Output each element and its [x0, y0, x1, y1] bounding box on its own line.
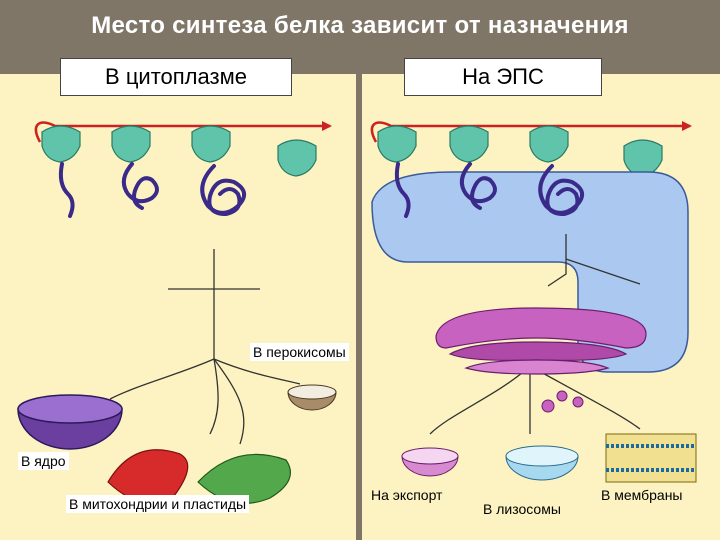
heading-cytoplasm: В цитоплазме — [60, 58, 292, 96]
heading-er: На ЭПС — [404, 58, 602, 96]
ribosome — [377, 125, 417, 163]
polypeptide — [459, 162, 497, 210]
polypeptide — [58, 162, 75, 218]
left-mrna-arrow — [322, 121, 332, 131]
ribosome — [529, 125, 569, 163]
right-sorting-arrows — [429, 234, 641, 435]
label-export: На экспорт — [371, 487, 443, 503]
diagram-panels — [0, 74, 720, 540]
right-mrna-arrow — [682, 121, 692, 131]
export-vesicle — [401, 447, 459, 477]
ribosome — [191, 125, 231, 163]
peroxisome-organelle — [287, 384, 337, 411]
right-ribosomes — [377, 125, 663, 177]
ribosome — [623, 139, 663, 177]
vesicles — [541, 390, 584, 413]
left-polypeptides — [58, 162, 246, 218]
ribosome — [111, 125, 151, 163]
label-nucleus: В ядро — [18, 452, 69, 470]
label-membranes: В мембраны — [601, 487, 683, 503]
polypeptide — [121, 162, 159, 210]
label-peroxisomes: В перокисомы — [250, 343, 349, 361]
panel-divider — [356, 74, 362, 540]
left-ribosomes — [41, 125, 317, 177]
lysosome-vesicle — [505, 445, 579, 481]
polypeptide — [394, 162, 411, 218]
golgi-complex — [435, 307, 647, 375]
polypeptide — [538, 164, 584, 217]
right-polypeptides — [394, 162, 584, 218]
ribosome — [277, 139, 317, 177]
ribosome — [449, 125, 489, 163]
ribosome — [41, 125, 81, 163]
label-lysosomes: В лизосомы — [483, 501, 561, 517]
slide-title: Место синтеза белка зависит от назначени… — [91, 12, 629, 39]
label-mito-plastids: В митохондрии и пластиды — [66, 495, 250, 513]
nucleus-organelle — [17, 394, 123, 450]
membrane-bilayer — [605, 433, 697, 483]
polypeptide — [200, 164, 246, 217]
left-sorting-arrows — [109, 249, 301, 445]
